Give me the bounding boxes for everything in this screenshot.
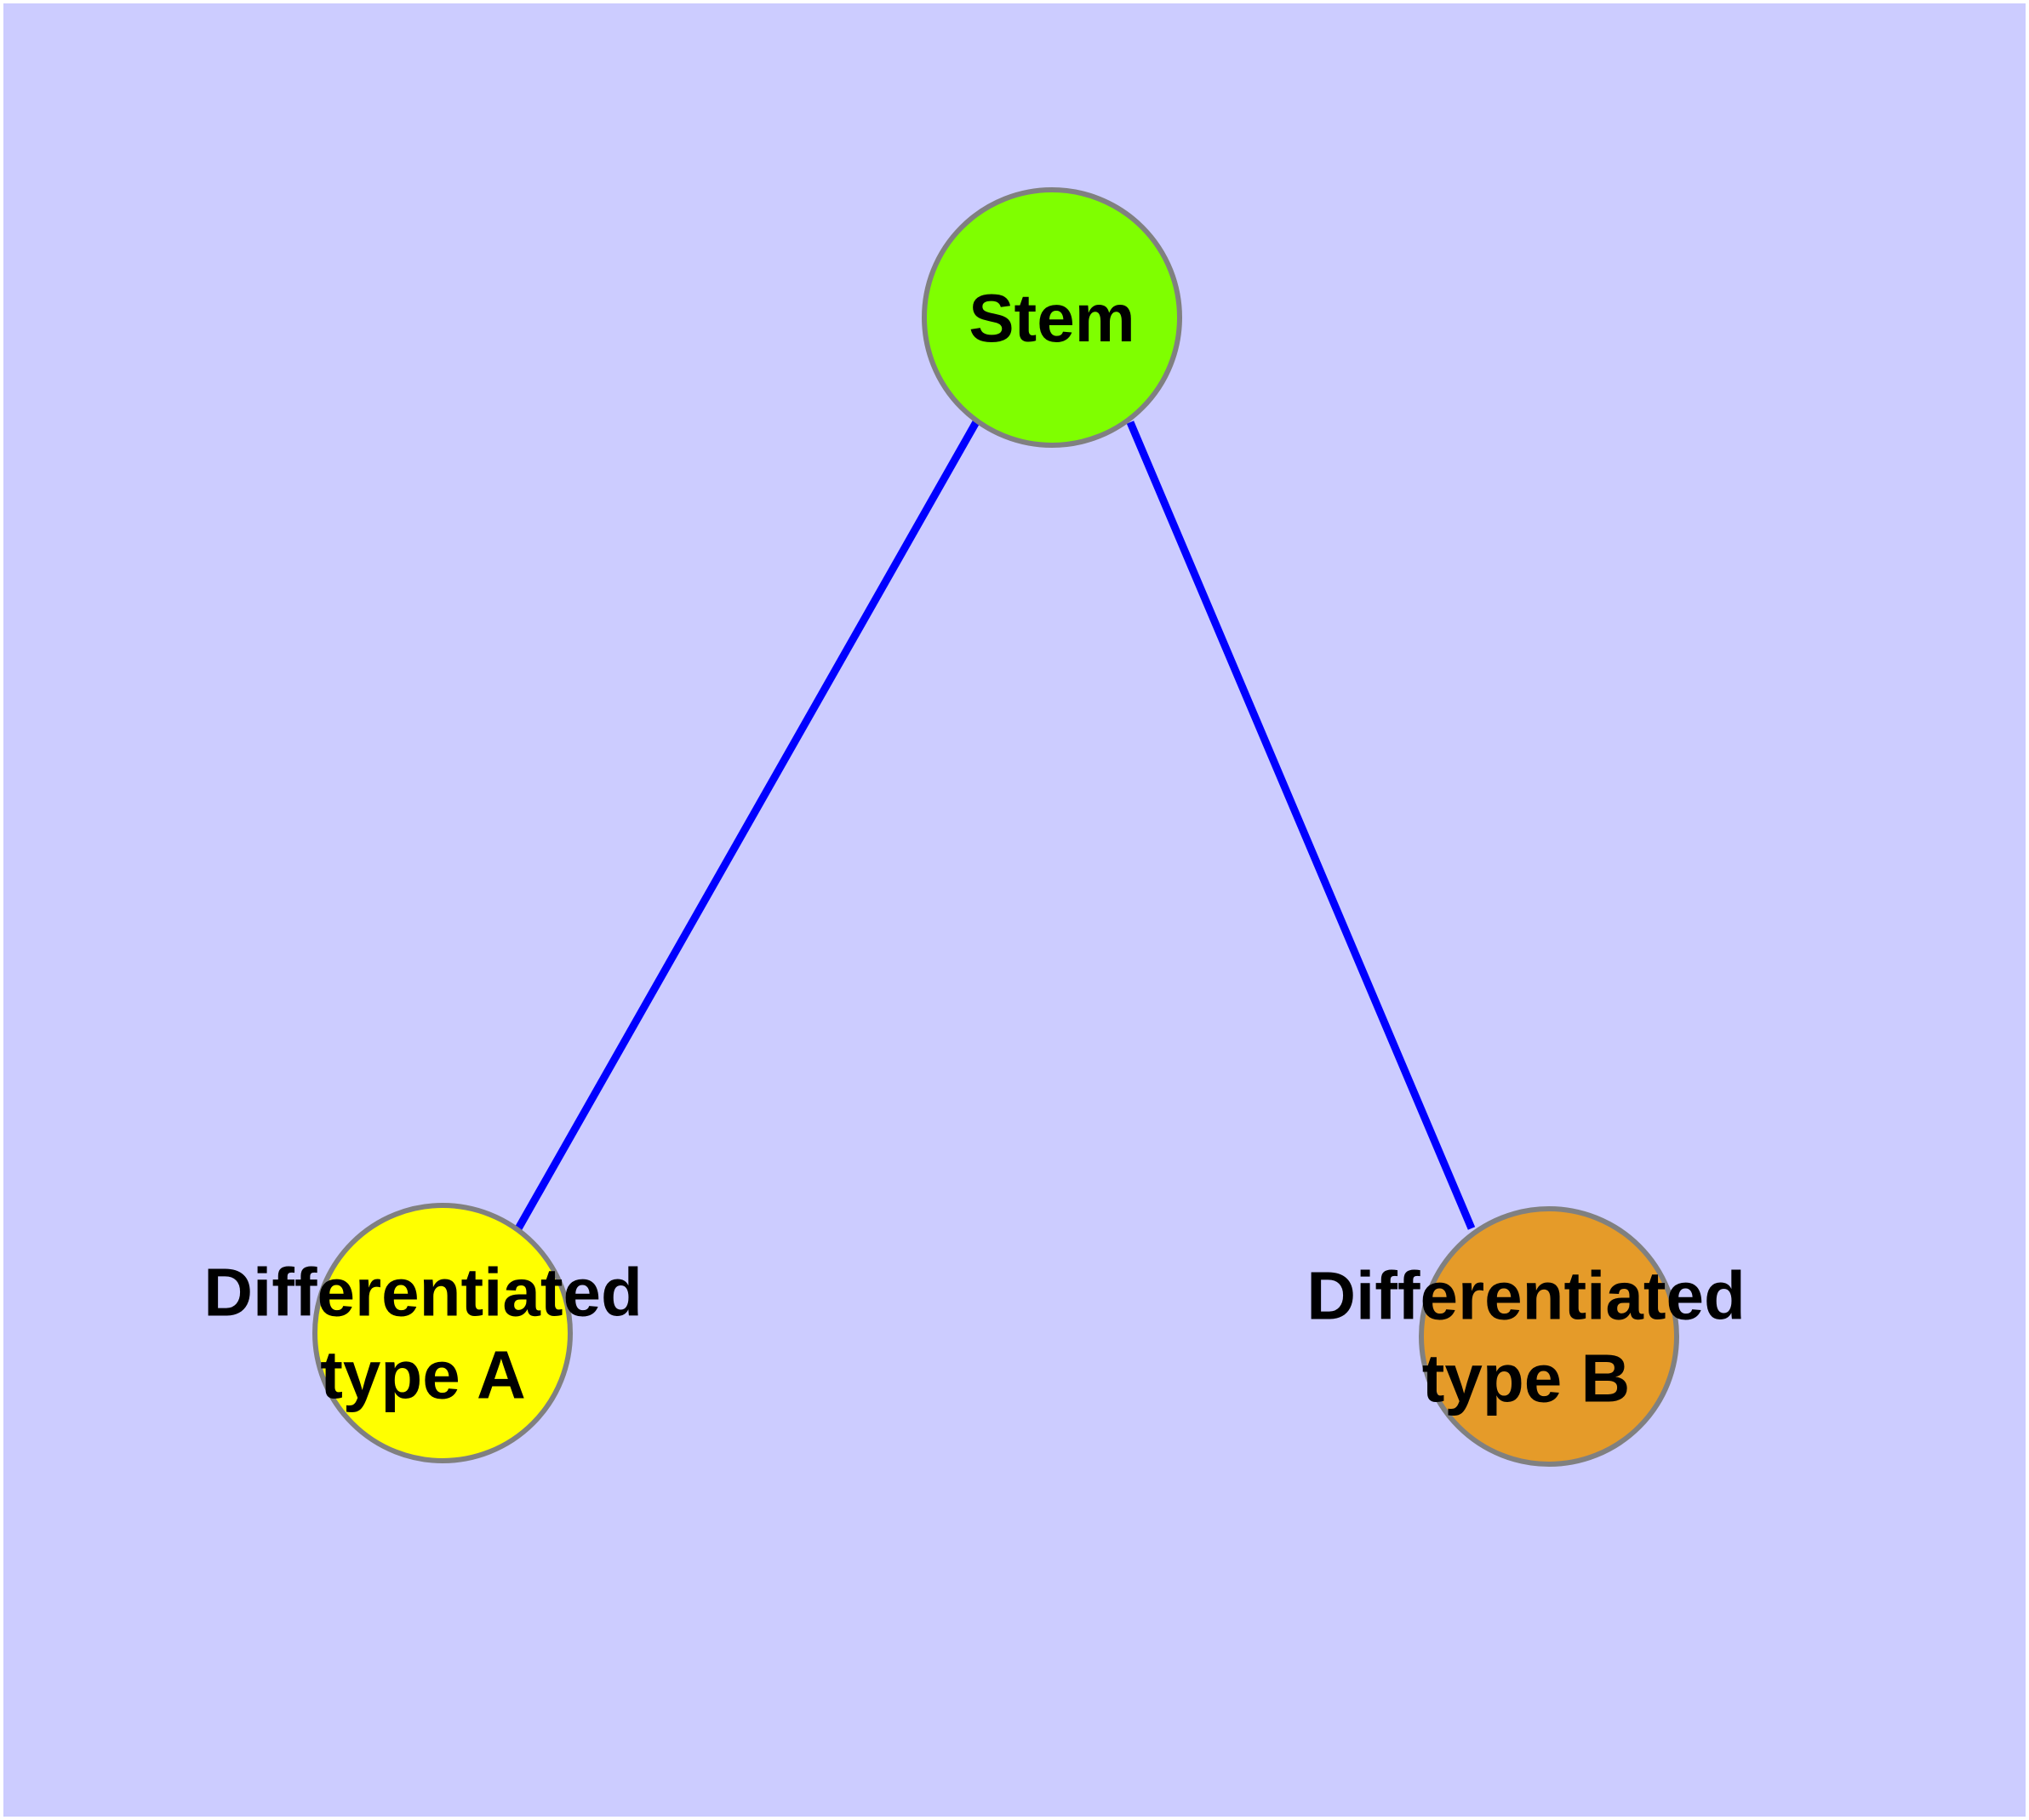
graph-edge-stem-to-diff_a (514, 418, 980, 1233)
label-line: Stem (969, 280, 1135, 356)
graph-node-diff_b[interactable] (1419, 1206, 1679, 1467)
graph-node-diff_a[interactable] (312, 1203, 573, 1463)
graph-node-label-stem: Stem (969, 280, 1135, 356)
label-line: Differentiated (203, 1255, 643, 1331)
label-line: Differentiated (1306, 1258, 1746, 1334)
nodes-layer (312, 187, 1679, 1467)
edges-layer (514, 418, 1476, 1233)
graph-node-stem[interactable] (922, 187, 1182, 448)
label-line: type A (320, 1337, 526, 1413)
label-line: type B (1422, 1341, 1631, 1417)
graph-edge-stem-to-diff_b (1126, 421, 1476, 1230)
